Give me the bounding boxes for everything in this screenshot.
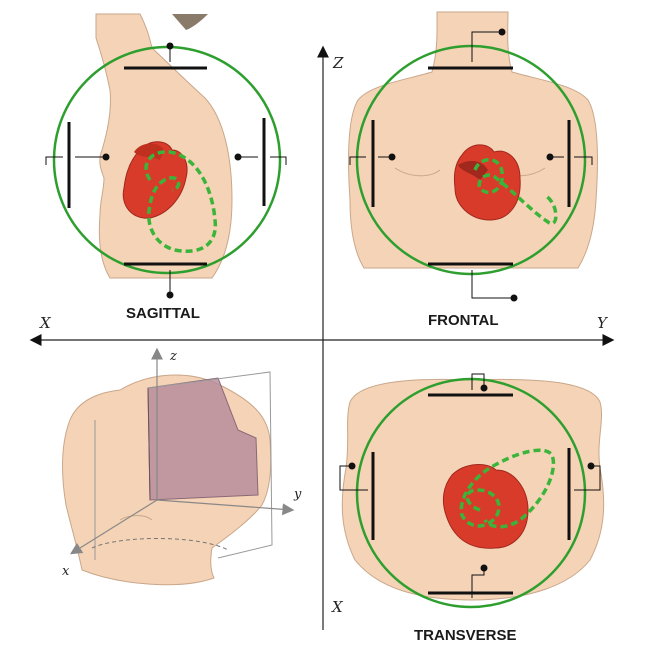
- transverse-orbit: [355, 377, 587, 609]
- frontal-chest-line-left: [394, 167, 441, 177]
- mini-axis-x-label: x: [62, 564, 70, 579]
- frontal-orbit: [355, 44, 587, 276]
- sagittal-hair: [172, 14, 208, 30]
- sagittal-heart: [122, 141, 188, 219]
- torso-bottom-ellipse: [91, 538, 229, 551]
- axis-y-label: Y: [597, 314, 609, 332]
- axis-x-left-label: X: [39, 314, 52, 332]
- sagittal-panel: SAGITTAL: [45, 13, 287, 322]
- sagittal-lead-wires: [45, 42, 287, 299]
- frontal-label: FRONTAL: [428, 312, 499, 329]
- axis-x-bottom-label: X: [331, 598, 344, 616]
- frontal-lead-wires: [349, 28, 593, 302]
- sagittal-label: SAGITTAL: [126, 305, 200, 322]
- torso-3d-panel: z y x: [62, 347, 302, 586]
- frontal-body-silhouette: [347, 11, 599, 269]
- frontal-panel: FRONTAL: [347, 11, 599, 329]
- frontal-qrs-loop: [473, 158, 558, 226]
- mini-axis-z-label: z: [169, 349, 177, 364]
- axis-z-label: Z: [332, 54, 344, 72]
- mini-axis-y-label: y: [293, 487, 302, 502]
- sagittal-qrs-loop: [144, 150, 217, 253]
- torso-frame-back: [147, 371, 273, 559]
- torso-plane-edge: [147, 387, 151, 501]
- frontal-heart: [453, 144, 521, 221]
- torso-navel-line: [119, 515, 153, 521]
- torso-sagittal-plane: [147, 377, 259, 501]
- mini-axes: z y x: [62, 347, 302, 579]
- main-axes: Z X Y X: [29, 45, 615, 630]
- transverse-qrs-loop: [459, 448, 556, 529]
- transverse-lead-wires: [339, 373, 601, 598]
- transverse-panel: TRANSVERSE: [339, 373, 605, 644]
- transverse-label: TRANSVERSE: [414, 627, 517, 644]
